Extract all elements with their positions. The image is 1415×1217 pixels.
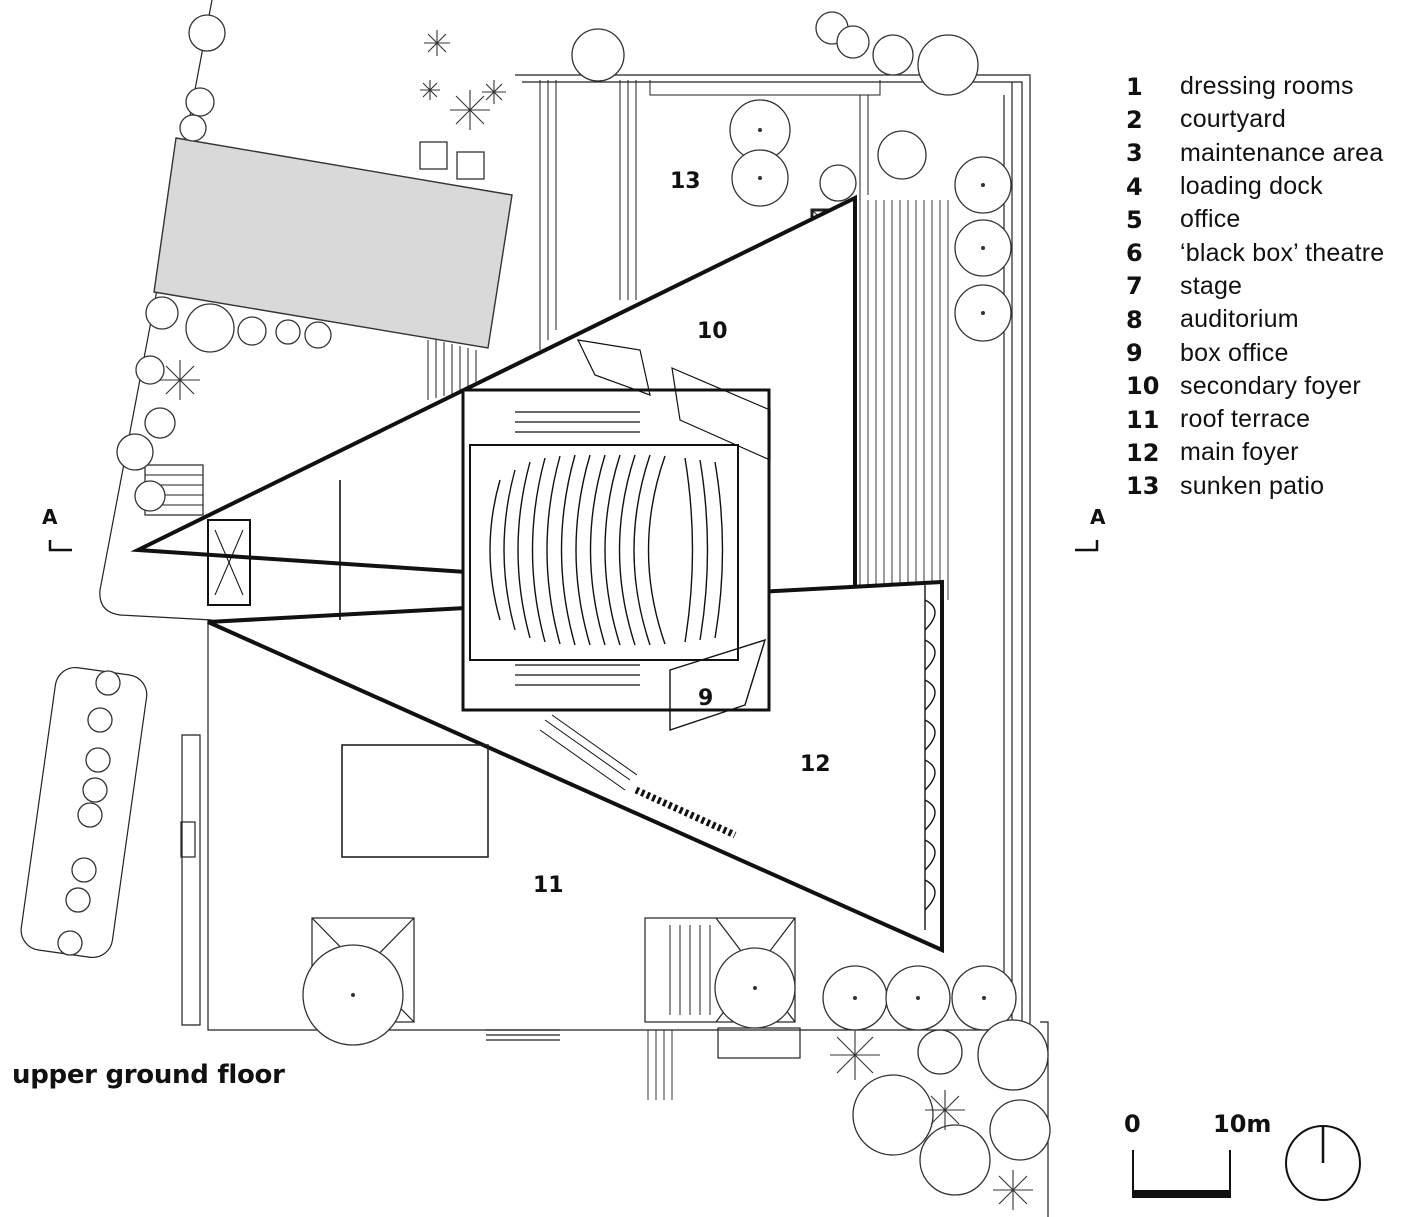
plan-label-10: 10	[697, 319, 728, 344]
street-edge-line	[99, 0, 213, 621]
patio-steps	[539, 80, 881, 350]
scale-end-label: 10m	[1213, 1110, 1272, 1138]
section-marker-left: A	[42, 505, 58, 529]
scale-bar	[1132, 1150, 1231, 1198]
plan-label-11: 11	[533, 873, 564, 898]
scale-start-label: 0	[1124, 1110, 1141, 1138]
terrace-stripes	[859, 200, 949, 600]
section-marker-right-bracket	[1075, 540, 1099, 552]
tree-centres	[351, 128, 986, 1000]
neighbouring-building	[153, 137, 513, 349]
legend-item: 6‘black box’ theatre	[1126, 238, 1385, 268]
planter	[341, 744, 489, 858]
main-triangle	[130, 194, 944, 954]
stair-hatch	[427, 340, 477, 400]
section-marker-left-bracket	[48, 540, 72, 552]
floor-title: upper ground floor	[12, 1060, 285, 1090]
seating-rows	[489, 454, 724, 646]
plan-label-12: 12	[800, 752, 831, 777]
star-plants	[160, 30, 1033, 1210]
auditorium-shell	[461, 388, 771, 712]
plan-label-13: 13	[670, 169, 701, 194]
section-marker-right: A	[1090, 505, 1106, 529]
box-office	[669, 638, 767, 731]
plan-label-9: 9	[698, 686, 713, 711]
